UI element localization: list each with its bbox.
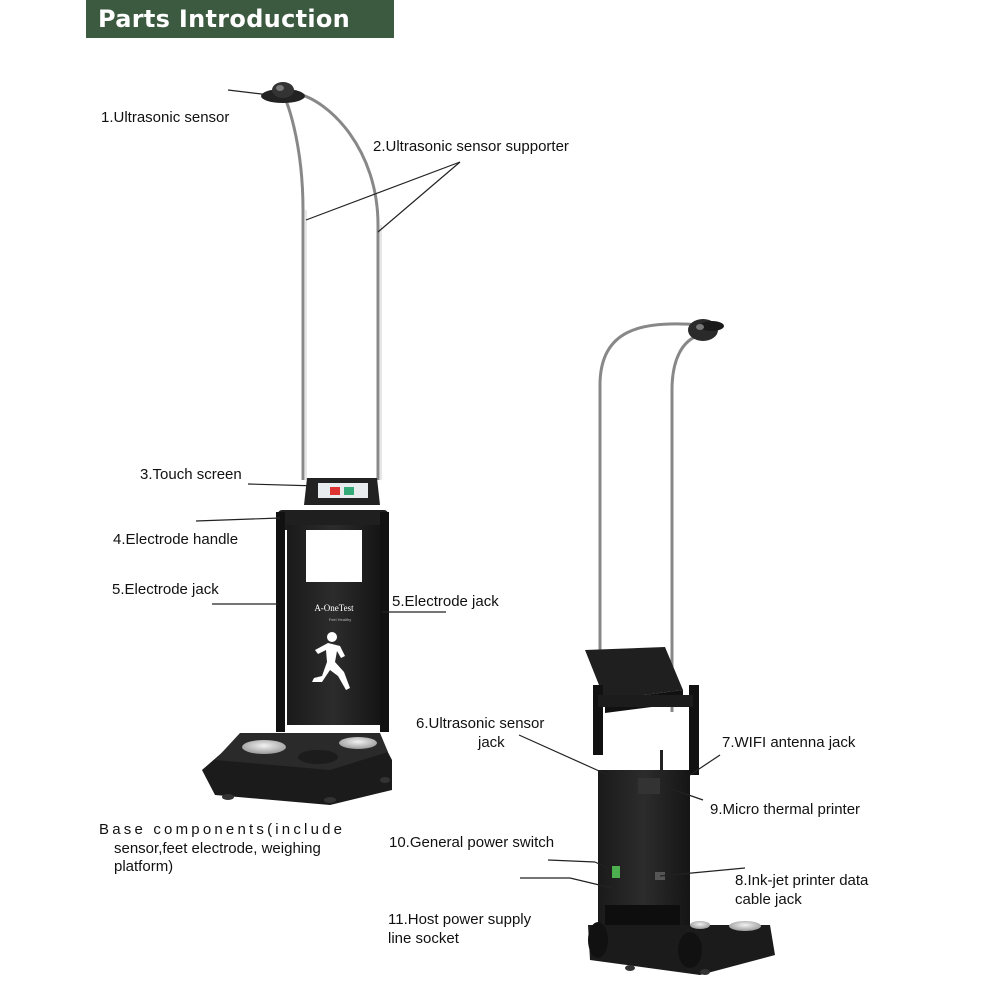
label-base-line2: sensor,feet electrode, weighing xyxy=(114,840,321,857)
section-title: Parts Introduction xyxy=(98,5,351,33)
label-electrode-jack-right: 5.Electrode jack xyxy=(392,593,499,610)
runner-icon xyxy=(312,632,350,690)
label-wifi-jack: 7.WIFI antenna jack xyxy=(722,734,856,751)
label-power-switch: 10.General power switch xyxy=(389,834,555,851)
section-header: Parts Introduction xyxy=(86,0,394,38)
tagline-text: Feel Healthy xyxy=(329,617,351,622)
label-electrode-handle: 4.Electrode handle xyxy=(113,531,239,548)
touch-screen-icon xyxy=(304,478,380,505)
label-inkjet-line2: cable jack xyxy=(735,891,802,908)
ultrasonic-sensor-icon xyxy=(261,82,305,103)
label-ultrasonic-sensor: 1.Ultrasonic sensor xyxy=(101,109,230,126)
label-sensor-jack-line2: jack xyxy=(478,734,505,751)
ultrasonic-sensor-icon xyxy=(688,319,724,341)
leader-lines xyxy=(195,89,746,889)
front-device: A-OneTest Feel Healthy xyxy=(202,82,392,805)
label-sensor-supporter: 2.Ultrasonic sensor supporter xyxy=(373,138,569,155)
label-inkjet-line1: 8.Ink-jet printer data xyxy=(735,872,869,889)
label-power-socket-line1: 11.Host power supply xyxy=(388,911,532,928)
back-device xyxy=(585,319,775,975)
label-sensor-jack-line1: 6.Ultrasonic sensor xyxy=(416,715,545,732)
brand-text: A-OneTest xyxy=(314,603,354,613)
label-power-socket-line2: line socket xyxy=(388,930,459,947)
label-base-line1: Base components(include xyxy=(99,821,346,838)
label-thermal-printer: 9.Micro thermal printer xyxy=(710,801,861,818)
label-electrode-jack-left: 5.Electrode jack xyxy=(112,581,219,598)
label-touch-screen: 3.Touch screen xyxy=(140,466,242,483)
label-base-line3: platform) xyxy=(114,858,174,875)
